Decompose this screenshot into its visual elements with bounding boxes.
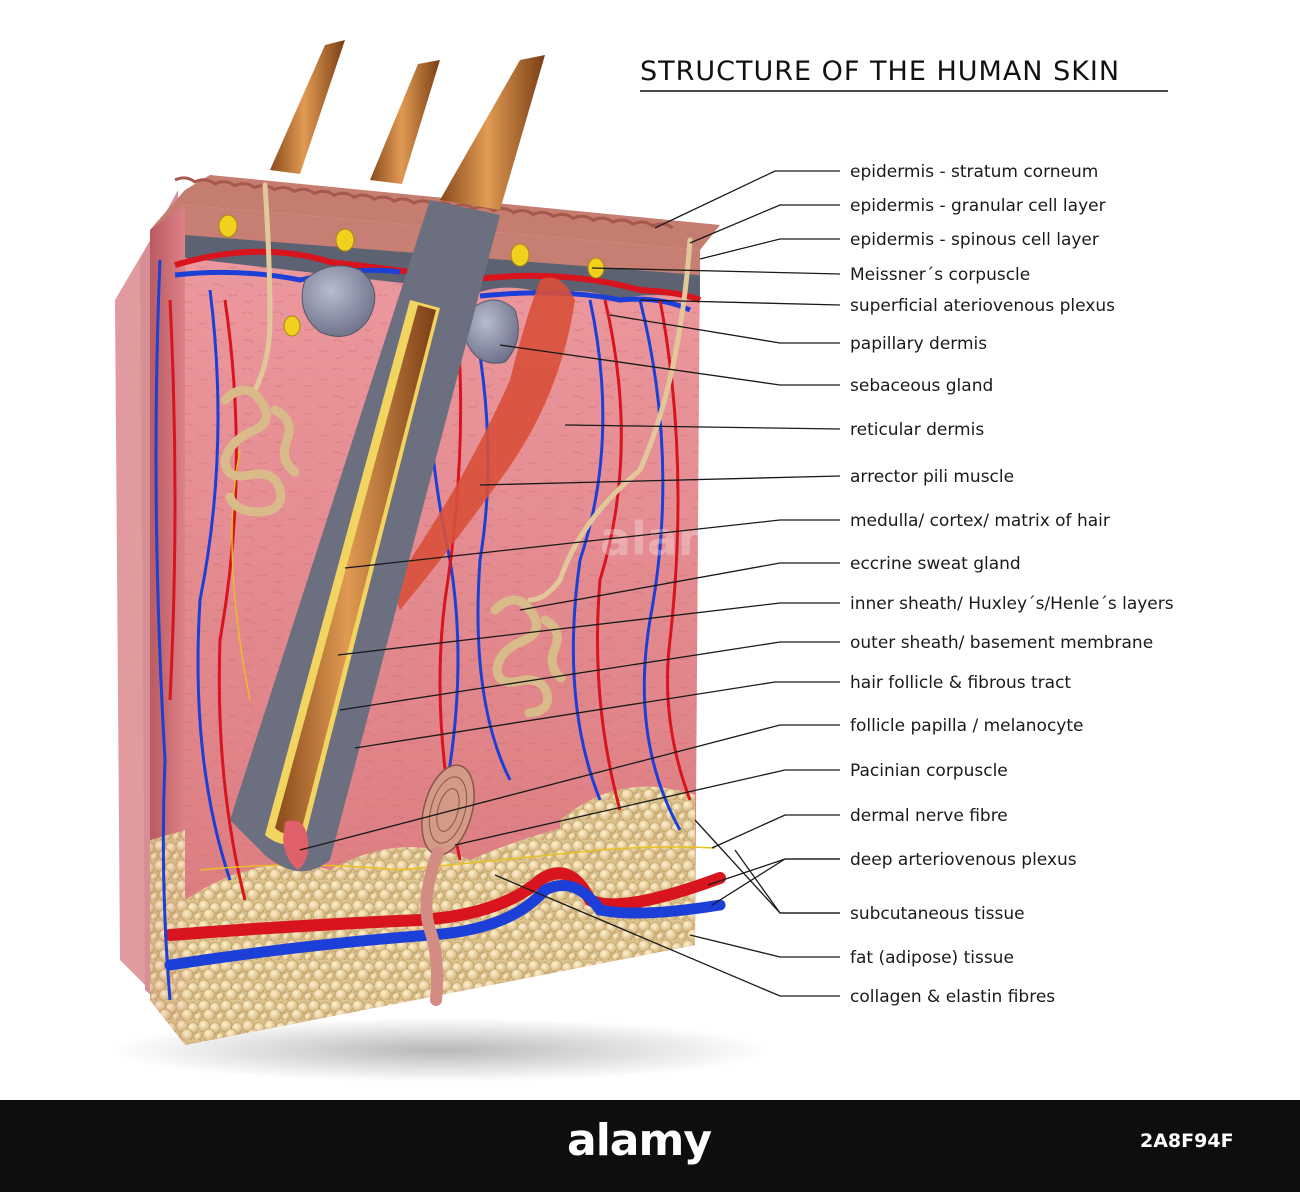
label-subcutaneous: subcutaneous tissue bbox=[850, 904, 1025, 924]
label-reticular-dermis: reticular dermis bbox=[850, 420, 984, 440]
sebaceous-gland-left bbox=[301, 265, 376, 337]
sweat-gland-coil-right bbox=[490, 595, 566, 718]
leader-lines bbox=[299, 170, 841, 997]
label-list: epidermis - stratum corneum epidermis - … bbox=[850, 162, 1174, 1007]
label-stratum-corneum: epidermis - stratum corneum bbox=[850, 162, 1098, 182]
deep-vein bbox=[164, 880, 726, 971]
pacinian-corpuscle bbox=[420, 764, 475, 1006]
label-granular-layer: epidermis - granular cell layer bbox=[850, 196, 1106, 216]
dermal-vessels bbox=[154, 259, 692, 1001]
stock-footer-bar bbox=[0, 1100, 1300, 1192]
label-meissner-corpuscle: Meissner´s corpuscle bbox=[850, 265, 1030, 285]
label-deep-plexus: deep arteriovenous plexus bbox=[850, 850, 1077, 870]
label-collagen: collagen & elastin fibres bbox=[850, 987, 1055, 1007]
label-spinous-layer: epidermis - spinous cell layer bbox=[850, 230, 1099, 250]
label-pacinian-corpuscle: Pacinian corpuscle bbox=[850, 761, 1008, 781]
hair-shaft-back-1 bbox=[270, 40, 345, 174]
sweat-gland-ducts bbox=[252, 182, 693, 603]
deep-artery bbox=[164, 867, 726, 941]
hair-shaft-root bbox=[275, 305, 436, 834]
follicle-papilla bbox=[283, 820, 309, 870]
hair-shaft-back-2 bbox=[370, 60, 440, 184]
arrector-pili-muscle bbox=[396, 277, 575, 610]
sweat-gland-coil-left bbox=[220, 385, 300, 517]
stratum-corneum-edge bbox=[174, 176, 674, 230]
label-inner-sheath: inner sheath/ Huxley´s/Henle´s layers bbox=[850, 594, 1174, 614]
label-papillary-dermis: papillary dermis bbox=[850, 334, 987, 354]
watermark-text: alamy bbox=[600, 512, 756, 566]
label-sebaceous-gland: sebaceous gland bbox=[850, 376, 993, 396]
label-follicle-papilla: follicle papilla / melanocyte bbox=[850, 716, 1083, 736]
superficial-vein bbox=[174, 267, 692, 313]
label-superficial-plexus: superficial ateriovenous plexus bbox=[850, 296, 1115, 316]
label-hair-matrix: medulla/ cortex/ matrix of hair bbox=[850, 511, 1110, 531]
label-eccrine-gland: eccrine sweat gland bbox=[850, 554, 1021, 574]
drop-shadow bbox=[110, 1018, 770, 1082]
hair-shaft-main bbox=[440, 55, 545, 210]
skin-cross-section-diagram: alamy STRUCTURE OF THE HUMAN SKIN epider… bbox=[110, 40, 1174, 1082]
label-dermal-nerve: dermal nerve fibre bbox=[850, 806, 1008, 826]
label-outer-sheath: outer sheath/ basement membrane bbox=[850, 633, 1153, 653]
label-arrector-pili: arrector pili muscle bbox=[850, 467, 1014, 487]
fat-lobule-right bbox=[560, 786, 695, 905]
label-hair-follicle: hair follicle & fibrous tract bbox=[850, 673, 1071, 693]
diagram-title: STRUCTURE OF THE HUMAN SKIN bbox=[640, 56, 1120, 87]
skin-block-left-face bbox=[150, 190, 185, 1045]
footer-image-id: 2A8F94F bbox=[1140, 1130, 1234, 1152]
label-adipose: fat (adipose) tissue bbox=[850, 948, 1014, 968]
footer-brand-logo[interactable]: alamy bbox=[567, 1115, 712, 1166]
